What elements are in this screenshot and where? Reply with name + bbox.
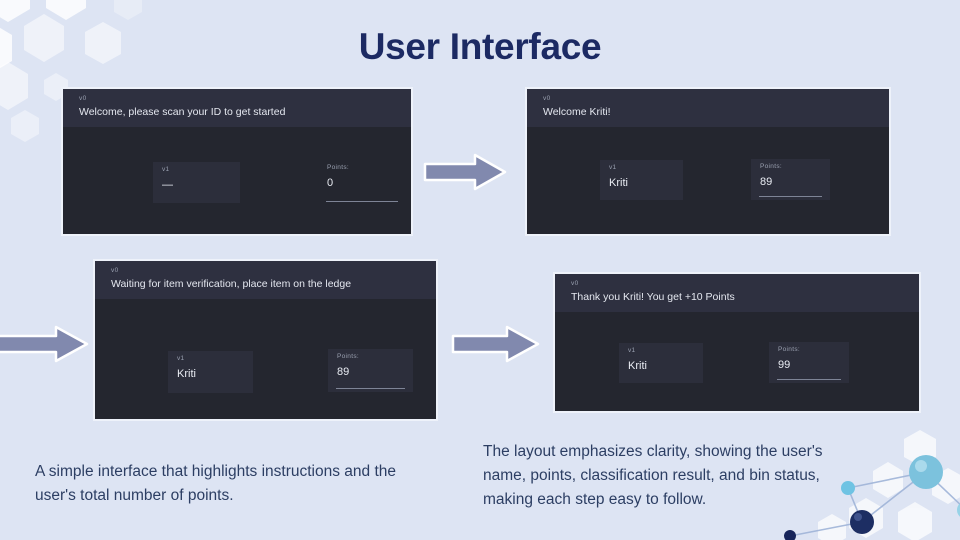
panel-message: Welcome Kriti!	[543, 105, 611, 118]
panel-body: v1 Kriti Points: 89	[527, 127, 889, 234]
name-field-label: v1	[177, 355, 185, 363]
name-field[interactable]: v1 Kriti	[619, 343, 703, 384]
points-field-underline	[336, 387, 405, 390]
panel-tag: v0	[571, 280, 579, 287]
name-field[interactable]: v1 Kriti	[168, 351, 253, 394]
points-field-value: 89	[337, 365, 350, 378]
name-field[interactable]: v1 —	[153, 162, 240, 204]
name-field-value: Kriti	[609, 176, 628, 189]
panel-message: Thank you Kriti! You get +10 Points	[571, 290, 735, 303]
panel-tag: v0	[111, 267, 119, 274]
ui-panel-step-3: v0 Waiting for item verification, place …	[93, 259, 438, 421]
points-field-underline	[326, 200, 398, 203]
ui-panel-step-2: v0 Welcome Kriti! v1 Kriti Points: 89	[525, 87, 891, 236]
name-field-label: v1	[609, 164, 617, 172]
points-field-value: 0	[327, 176, 334, 189]
panel-body: v1 Kriti Points: 99	[555, 312, 919, 411]
panel-header: v0 Welcome, please scan your ID to get s…	[63, 89, 411, 128]
name-field-value: —	[162, 178, 173, 191]
flow-arrow-right-icon	[0, 324, 90, 364]
points-field-label: Points:	[760, 163, 782, 171]
panel-tag: v0	[543, 95, 551, 102]
panel-header: v0 Welcome Kriti!	[527, 89, 889, 128]
points-field[interactable]: Points: 99	[769, 342, 849, 384]
flow-arrow-right-icon	[423, 152, 507, 192]
caption-right: The layout emphasizes clarity, showing t…	[483, 443, 823, 509]
flow-arrow-right-icon	[451, 324, 541, 364]
ui-panel-step-1: v0 Welcome, please scan your ID to get s…	[61, 87, 413, 236]
panel-header: v0 Waiting for item verification, place …	[95, 261, 436, 300]
points-field[interactable]: Points: 89	[751, 159, 830, 201]
points-field-underline	[759, 195, 822, 198]
name-field-value: Kriti	[628, 359, 647, 372]
panel-header: v0 Thank you Kriti! You get +10 Points	[555, 274, 919, 313]
name-field[interactable]: v1 Kriti	[600, 160, 683, 201]
panel-tag: v0	[79, 95, 87, 102]
name-field-label: v1	[162, 166, 170, 174]
points-field-underline	[777, 378, 841, 381]
name-field-label: v1	[628, 347, 636, 355]
panel-message: Welcome, please scan your ID to get star…	[79, 105, 286, 118]
points-field-value: 99	[778, 358, 791, 371]
panel-body: v1 — Points: 0	[63, 127, 411, 234]
points-field-label: Points:	[327, 164, 349, 172]
points-field-label: Points:	[778, 346, 800, 354]
panel-message: Waiting for item verification, place ite…	[111, 277, 352, 290]
panel-body: v1 Kriti Points: 89	[95, 299, 436, 419]
page-title: User Interface	[358, 26, 602, 67]
points-field[interactable]: Points: 89	[328, 349, 413, 393]
caption-left: A simple interface that highlights instr…	[35, 463, 397, 505]
name-field-value: Kriti	[177, 367, 196, 380]
ui-panel-step-4: v0 Thank you Kriti! You get +10 Points v…	[553, 272, 921, 413]
points-field-value: 89	[760, 175, 773, 188]
points-field[interactable]: Points: 0	[318, 160, 406, 205]
points-field-label: Points:	[337, 353, 359, 361]
